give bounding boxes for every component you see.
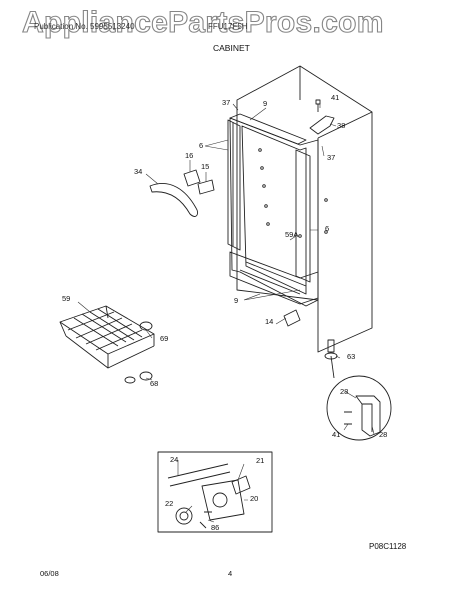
callout-41: 41 [331, 93, 340, 102]
door-frame [229, 117, 319, 307]
callout-9-bottom: 9 [234, 296, 239, 305]
watermark-logo: AppliancePartsPros.com [21, 5, 384, 39]
callout-69: 69 [160, 334, 169, 343]
callout-41-detail: 41 [332, 430, 341, 439]
callout-37: 37 [222, 98, 231, 107]
callout-59: 59 [62, 294, 71, 303]
callout-22: 22 [165, 499, 174, 508]
callout-28: 28 [340, 387, 349, 396]
callout-37-right: 37 [327, 153, 336, 162]
callout-24: 24 [170, 455, 179, 464]
top-hinge [309, 115, 335, 135]
callout-9: 9 [263, 99, 268, 108]
left-liner-bar [227, 119, 241, 251]
callout-6-right: 6 [325, 224, 330, 233]
callout-38: 38 [337, 121, 346, 130]
diagram-code: P08C1128 [369, 542, 407, 551]
callout-68: 68 [150, 379, 159, 388]
right-liner-bar [295, 149, 311, 283]
hinge-detail-circle [326, 375, 392, 441]
inset-box [157, 451, 273, 533]
basket [59, 305, 155, 369]
callout-14: 14 [265, 317, 274, 326]
callout-86: 86 [211, 523, 220, 532]
bottom-breaker [229, 251, 319, 305]
section-title: CABINET [213, 43, 250, 53]
callout-59A: 59A [285, 230, 299, 239]
callout-21: 21 [256, 456, 265, 465]
page-number: 4 [228, 569, 233, 578]
footer-date: 06/08 [40, 569, 59, 578]
publication-number: Publication No. 5995513240 [34, 22, 135, 31]
callout-16: 16 [185, 151, 194, 160]
cabinet-body [236, 65, 373, 353]
callout-15: 15 [201, 162, 210, 171]
callout-6: 6 [199, 141, 204, 150]
door-handle [149, 183, 199, 217]
callout-20: 20 [250, 494, 259, 503]
callout-28-detail: 28 [379, 430, 388, 439]
callout-34: 34 [134, 167, 143, 176]
callout-63: 63 [347, 352, 356, 361]
model-number: FFU17F5H [208, 22, 248, 31]
